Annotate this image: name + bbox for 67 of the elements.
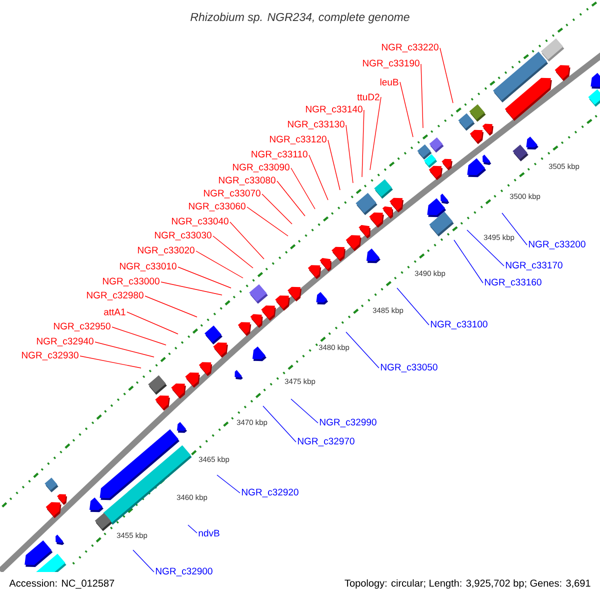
- leader-line: [420, 64, 424, 128]
- gene-label: NGR_c32900: [156, 568, 212, 576]
- leader-line: [502, 212, 528, 246]
- gene-label: NGR_c33200: [529, 240, 586, 250]
- gene-label: NGR_c33020: [138, 246, 194, 256]
- leader-line: [230, 222, 264, 260]
- gene-label: NGR_c33010: [120, 262, 176, 272]
- gene-label: NGR_c33040: [172, 218, 228, 226]
- leader-line: [346, 124, 354, 184]
- leader-line: [276, 180, 306, 216]
- gene-label: NGR_c33190: [363, 60, 420, 68]
- genome-title: Rhizobium sp. NGR234, complete genome: [190, 12, 410, 24]
- leader-line: [132, 550, 154, 572]
- gene-label: NGR_c33130: [288, 120, 344, 130]
- gene-label: NGR_c33100: [431, 320, 488, 330]
- leader-line: [400, 82, 414, 138]
- leader-line: [126, 312, 178, 334]
- gene-label: NGR_c32940: [37, 338, 94, 346]
- leader-line: [370, 96, 382, 170]
- accession-text: Accession: NC_012587: [9, 579, 114, 589]
- leader-line: [454, 240, 484, 284]
- leader-line: [396, 288, 430, 326]
- gene-label: NGR_c33080: [219, 176, 276, 186]
- leader-line: [94, 342, 154, 358]
- leader-line: [328, 140, 340, 190]
- leader-line: [308, 154, 328, 200]
- gene-label: NGR_c33000: [103, 278, 160, 286]
- leader-line: [290, 398, 318, 424]
- leader-line: [212, 236, 254, 268]
- leader-line: [262, 194, 292, 224]
- gene-label: NGR_c33140: [306, 106, 362, 114]
- leader-line: [346, 332, 380, 368]
- leader-line: [290, 168, 316, 210]
- gene-label: ndvB: [198, 530, 220, 536]
- leader-line: [160, 282, 222, 296]
- leader-line: [262, 406, 296, 442]
- gene-label: leuB: [380, 78, 398, 86]
- gene-label: NGR_c32980: [87, 292, 144, 300]
- leader-line: [216, 474, 240, 494]
- leader-line: [246, 206, 288, 236]
- gene-label: NGR_c33120: [270, 136, 326, 144]
- gene-label: attA1: [104, 308, 126, 316]
- gene-label: NGR_c32930: [22, 352, 78, 360]
- gene-label: NGR_c33110: [252, 150, 308, 160]
- gene-label: NGR_c33220: [382, 44, 438, 52]
- leader-line: [466, 230, 504, 266]
- leader-line: [178, 266, 232, 288]
- gene-label: NGR_c32990: [320, 418, 376, 428]
- gene-label: NGR_c33090: [233, 164, 290, 172]
- leader-line: [112, 326, 166, 346]
- gene-label: NGR_c32920: [242, 488, 298, 498]
- gene-label: NGR_c33060: [189, 202, 246, 212]
- leader-line: [144, 296, 198, 318]
- gene-label: NGR_c33070: [204, 190, 260, 198]
- genome-stats-text: Topology: circular; Length: 3,925,702 bp; Genes: 3,691: [344, 579, 590, 589]
- gene-label: NGR_c32950: [54, 322, 110, 332]
- gene-label: NGR_c33030: [155, 232, 212, 240]
- leader-line: [362, 110, 364, 178]
- leader-line: [80, 356, 142, 368]
- gene-label: NGR_c33160: [485, 278, 542, 288]
- gene-label: NGR_c33170: [506, 262, 562, 270]
- leader-line: [196, 250, 244, 278]
- gene-label: ttuD2: [357, 94, 380, 100]
- leader-line: [440, 48, 454, 104]
- leader-line: [188, 524, 198, 534]
- gene-label: NGR_c33050: [381, 364, 438, 372]
- gene-label: NGR_c32970: [298, 438, 354, 446]
